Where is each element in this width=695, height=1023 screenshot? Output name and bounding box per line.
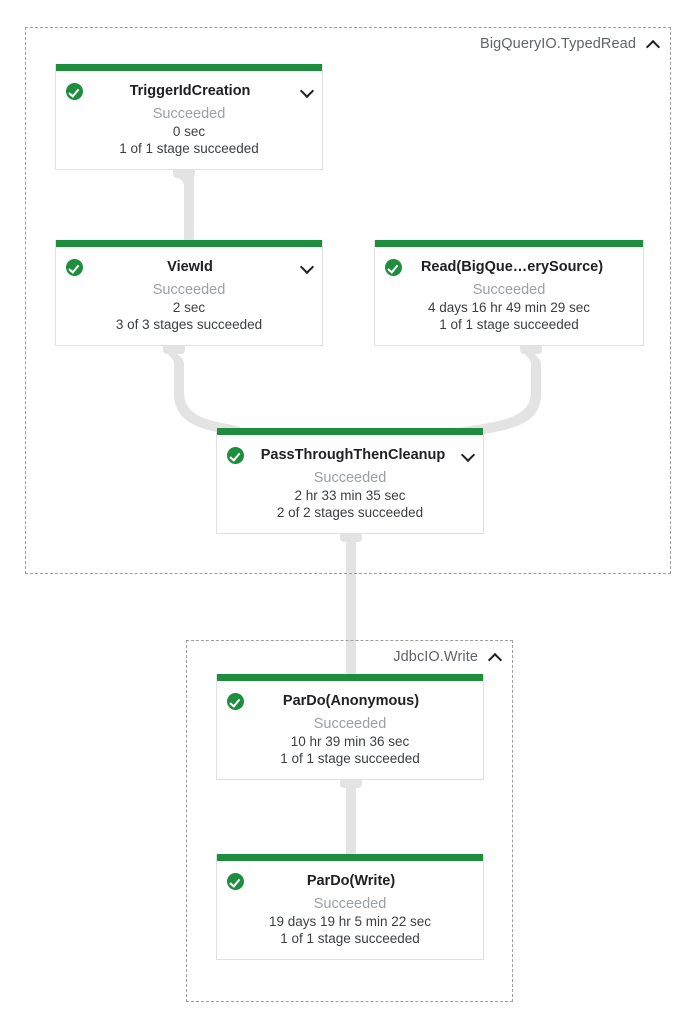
node-read-bigquery-source[interactable]: Read(BigQue…erySource) Succeeded 4 days … <box>374 240 644 346</box>
node-title-row: ViewId <box>56 247 322 280</box>
node-title-row: Read(BigQue…erySource) <box>375 247 643 280</box>
node-pardo-anonymous[interactable]: ParDo(Anonymous) Succeeded 10 hr 39 min … <box>216 674 484 780</box>
node-status: Succeeded <box>313 716 387 732</box>
node-status: Succeeded <box>152 106 226 122</box>
check-circle-icon <box>66 82 83 100</box>
node-body: Succeeded 10 hr 39 min 36 sec 1 of 1 sta… <box>217 716 483 773</box>
node-stages: 1 of 1 stage succeeded <box>439 317 579 332</box>
status-bar <box>217 428 483 435</box>
group-header-bigqueryio-typedread[interactable]: BigQueryIO.TypedRead <box>480 36 660 52</box>
node-body: Succeeded 19 days 19 hr 5 min 22 sec 1 o… <box>217 896 483 953</box>
node-title-row: TriggerIdCreation <box>56 71 322 104</box>
group-title: JdbcIO.Write <box>393 649 478 665</box>
node-title: Read(BigQue…erySource) <box>420 259 604 275</box>
group-header-jdbcio-write[interactable]: JdbcIO.Write <box>393 649 502 665</box>
node-title: ParDo(Write) <box>306 873 396 889</box>
chevron-placeholder-icon <box>462 695 475 708</box>
node-pass-through-then-cleanup[interactable]: PassThroughThenCleanup Succeeded 2 hr 33… <box>216 428 484 534</box>
node-title-row: ParDo(Anonymous) <box>217 681 483 714</box>
node-duration: 2 hr 33 min 35 sec <box>294 488 406 503</box>
node-status: Succeeded <box>313 470 387 486</box>
node-view-id[interactable]: ViewId Succeeded 2 sec 3 of 3 stages suc… <box>55 240 323 346</box>
node-duration: 19 days 19 hr 5 min 22 sec <box>268 914 432 929</box>
node-title: ParDo(Anonymous) <box>282 693 420 709</box>
node-status: Succeeded <box>152 282 226 298</box>
node-status: Succeeded <box>472 282 546 298</box>
node-title-row: ParDo(Write) <box>217 861 483 894</box>
node-body: Succeeded 2 hr 33 min 35 sec 2 of 2 stag… <box>217 470 483 527</box>
node-body: Succeeded 0 sec 1 of 1 stage succeeded <box>56 106 322 163</box>
chevron-placeholder-icon <box>462 875 475 888</box>
check-circle-icon <box>227 872 244 890</box>
check-circle-icon <box>227 692 244 710</box>
node-stages: 1 of 1 stage succeeded <box>280 931 420 946</box>
node-duration: 10 hr 39 min 36 sec <box>290 734 410 749</box>
status-bar <box>375 240 643 247</box>
check-circle-icon <box>227 446 244 464</box>
chevron-placeholder-icon <box>622 261 635 274</box>
node-title-row: PassThroughThenCleanup <box>217 435 483 468</box>
node-duration: 4 days 16 hr 49 min 29 sec <box>427 300 591 315</box>
node-duration: 2 sec <box>172 300 206 315</box>
node-stages: 3 of 3 stages succeeded <box>115 317 263 332</box>
node-title: TriggerIdCreation <box>129 83 251 99</box>
status-bar <box>217 674 483 681</box>
node-trigger-id-creation[interactable]: TriggerIdCreation Succeeded 0 sec 1 of 1… <box>55 64 323 170</box>
node-duration: 0 sec <box>172 124 206 139</box>
node-title: PassThroughThenCleanup <box>260 447 446 463</box>
chevron-up-icon[interactable] <box>489 651 502 664</box>
node-stages: 2 of 2 stages succeeded <box>276 505 424 520</box>
group-title: BigQueryIO.TypedRead <box>480 36 636 52</box>
status-bar <box>56 64 322 71</box>
node-stages: 1 of 1 stage succeeded <box>280 751 420 766</box>
status-bar <box>56 240 322 247</box>
chevron-down-icon[interactable] <box>301 261 314 274</box>
node-title: ViewId <box>167 259 213 275</box>
status-bar <box>217 854 483 861</box>
node-pardo-write[interactable]: ParDo(Write) Succeeded 19 days 19 hr 5 m… <box>216 854 484 960</box>
chevron-up-icon[interactable] <box>647 38 660 51</box>
node-status: Succeeded <box>313 896 387 912</box>
node-body: Succeeded 2 sec 3 of 3 stages succeeded <box>56 282 322 339</box>
node-body: Succeeded 4 days 16 hr 49 min 29 sec 1 o… <box>375 282 643 339</box>
check-circle-icon <box>66 258 83 276</box>
chevron-down-icon[interactable] <box>301 85 314 98</box>
check-circle-icon <box>385 258 402 276</box>
node-stages: 1 of 1 stage succeeded <box>119 141 259 156</box>
chevron-down-icon[interactable] <box>462 449 475 462</box>
